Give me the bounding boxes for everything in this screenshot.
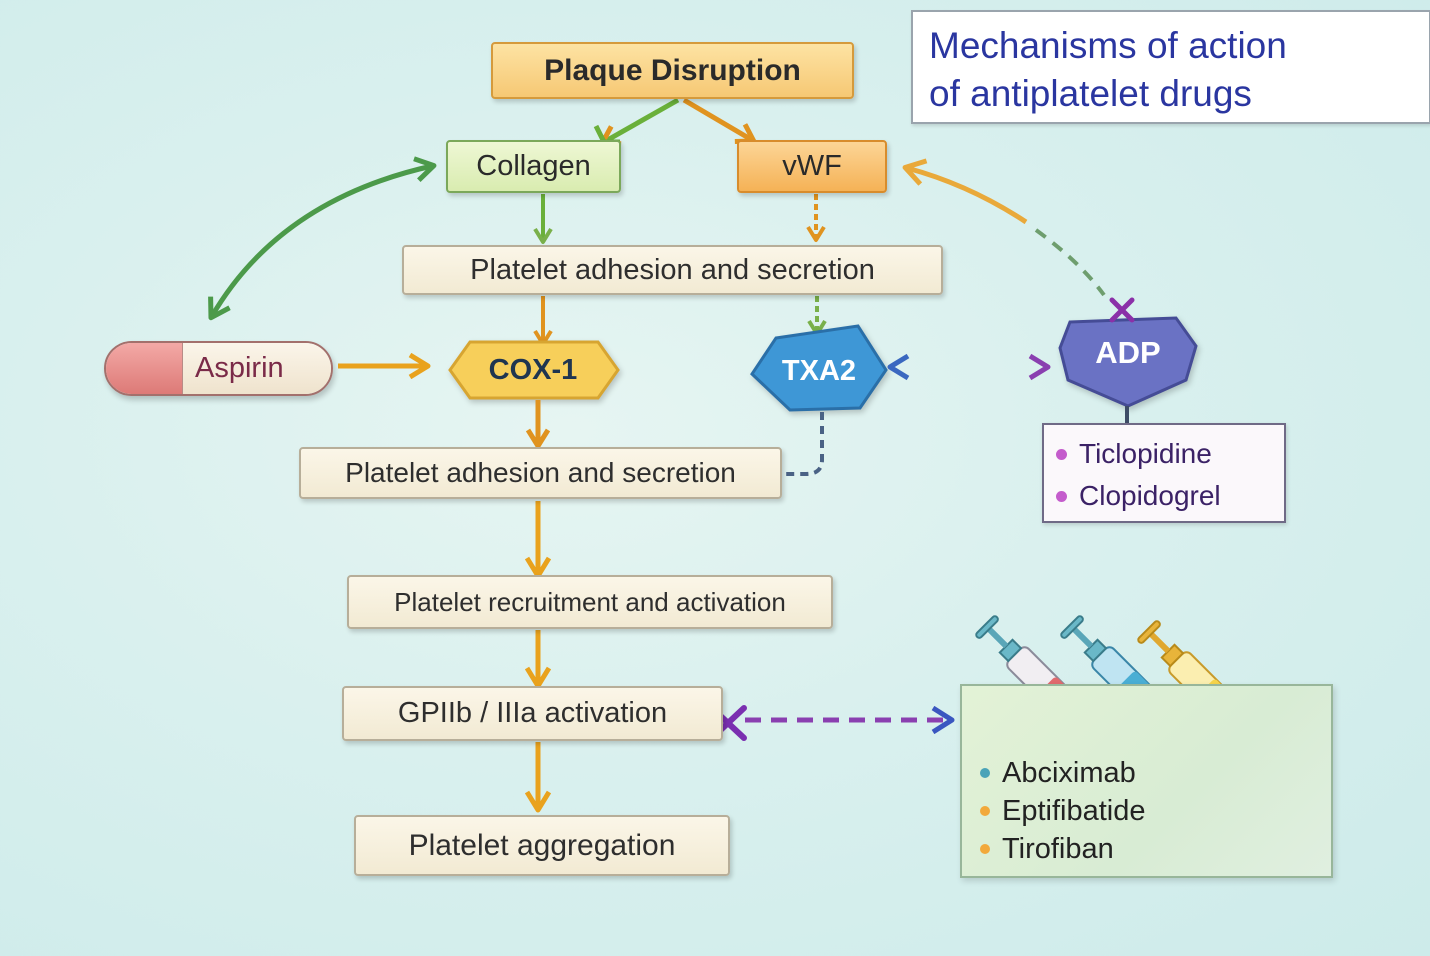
node-vwf: vWF (737, 140, 887, 193)
diagram-title: Mechanisms of action of antiplatelet dru… (911, 10, 1430, 124)
list-item: Abciximab (980, 754, 1146, 792)
bullet-icon (1056, 490, 1067, 502)
node-plaque-disruption: Plaque Disruption (491, 42, 854, 99)
node-cox1: COX-1 (448, 340, 618, 400)
node-label: COX-1 (488, 353, 578, 386)
list-item: Ticlopidine (1056, 433, 1284, 475)
pill-cap (106, 343, 182, 394)
curved-arrow-collagen-aspirin (212, 166, 432, 316)
node-label: Collagen (476, 150, 591, 182)
list-item: Eptifibatide (980, 792, 1146, 830)
aspirin-pill-icon: Aspirin (104, 341, 333, 396)
cox1-hexagon (448, 340, 620, 400)
drug-name: Clopidogrel (1079, 480, 1221, 511)
node-label: Platelet recruitment and activation (394, 586, 786, 617)
adp-inhibitor-list: Ticlopidine Clopidogrel (1042, 423, 1286, 523)
node-label: Plaque Disruption (544, 53, 801, 87)
title-line-2: of antiplatelet drugs (929, 73, 1252, 114)
node-label: Platelet aggregation (408, 828, 676, 862)
bullet-icon (980, 806, 990, 816)
node-platelet-adhesion-secretion-1: Platelet adhesion and secretion (402, 245, 943, 295)
node-gpiib-iiia-activation: GPIIb / IIIa activation (342, 686, 723, 741)
adp-shape (1058, 316, 1198, 408)
arrowhead-txa2-end (887, 353, 910, 381)
node-platelet-recruitment-activation: Platelet recruitment and activation (347, 575, 833, 629)
gpiib-iiia-inhibitor-panel (960, 684, 1333, 878)
txa2-shape (750, 324, 888, 412)
list-item: Tirofiban (980, 830, 1146, 868)
gpiib-iiia-inhibitor-list: Abciximab Eptifibatide Tirofiban (980, 754, 1146, 868)
arrow-plaque-to-vwf (682, 97, 752, 140)
node-label: Platelet adhesion and secretion (345, 457, 736, 488)
pill-body: Aspirin (182, 343, 331, 394)
bullet-icon (1056, 448, 1067, 460)
node-label: Platelet adhesion and secretion (470, 253, 875, 286)
title-line-1: Mechanisms of action (929, 25, 1287, 66)
curved-arrow-adp-to-vwf (907, 168, 1028, 225)
block-x-icon-adp (1109, 297, 1135, 323)
node-label: GPIIb / IIIa activation (397, 697, 668, 729)
bullet-icon (980, 844, 990, 854)
node-label: TXA2 (781, 354, 857, 387)
dashed-link-adp-to-vwf (1034, 228, 1106, 297)
list-item: Clopidogrel (1056, 475, 1284, 517)
bullet-icon (980, 768, 990, 778)
drug-name: Tirofiban (1002, 832, 1114, 865)
node-platelet-adhesion-secretion-2: Platelet adhesion and secretion (299, 447, 782, 499)
node-label: vWF (782, 150, 842, 182)
node-platelet-aggregation: Platelet aggregation (354, 815, 730, 876)
arrow-txa2-to-adhesion2 (786, 412, 824, 476)
node-aspirin-label: Aspirin (195, 352, 284, 384)
node-txa2: TXA2 (752, 330, 886, 412)
node-label: ADP (1095, 335, 1161, 370)
arrowhead-adp-end (1028, 353, 1051, 381)
node-adp: ADP (1058, 318, 1198, 388)
node-collagen: Collagen (446, 140, 621, 193)
drug-name: Ticlopidine (1079, 438, 1212, 469)
drug-name: Eptifibatide (1002, 794, 1146, 827)
arrow-plaque-to-collagen (604, 97, 680, 142)
drug-name: Abciximab (1002, 756, 1136, 789)
